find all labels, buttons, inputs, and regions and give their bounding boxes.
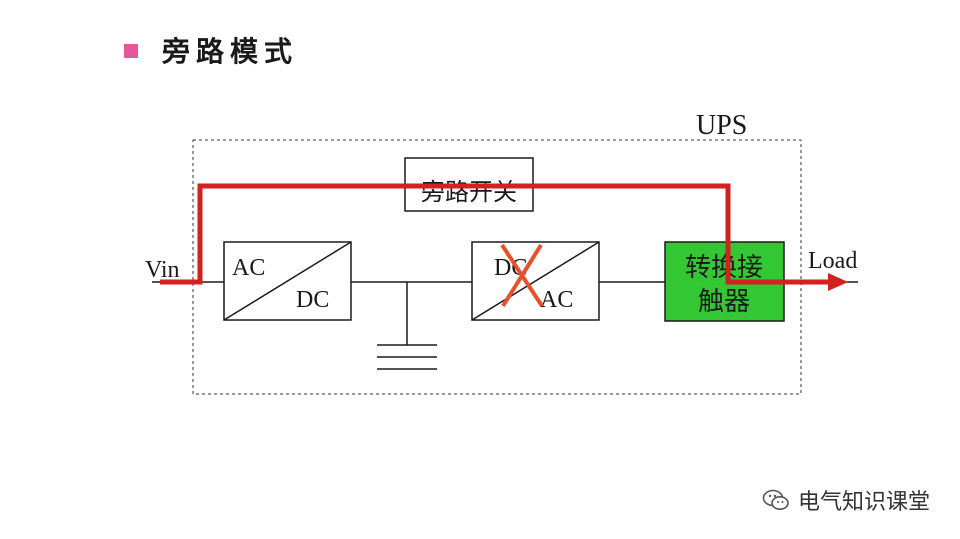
ups-label: UPS xyxy=(696,110,747,141)
inverter-output-label: AC xyxy=(540,287,573,313)
inverter-cross-stroke-2 xyxy=(501,243,543,308)
vin-label: Vin xyxy=(145,257,180,283)
watermark: 电气知识课堂 xyxy=(762,484,930,516)
rectifier-input-label: AC xyxy=(232,255,265,281)
bypass-path-arrowhead xyxy=(828,273,848,291)
ups-container xyxy=(192,139,802,395)
transfer-switch-label-line1: 转换接 xyxy=(685,253,763,283)
bypass-power-path xyxy=(160,183,830,285)
rectifier-diagonal xyxy=(223,241,352,321)
title-bullet xyxy=(124,44,138,58)
inverter-diagonal xyxy=(471,241,600,321)
bypass-switch-label: 旁路开关 xyxy=(421,178,517,206)
transfer-switch-label-line2: 触器 xyxy=(698,287,750,317)
rectifier-output-label: DC xyxy=(296,287,329,313)
slide-title: 旁路模式 xyxy=(162,35,299,68)
wechat-icon xyxy=(762,489,789,510)
load-label: Load xyxy=(808,248,857,274)
watermark-text: 电气知识课堂 xyxy=(797,490,930,515)
